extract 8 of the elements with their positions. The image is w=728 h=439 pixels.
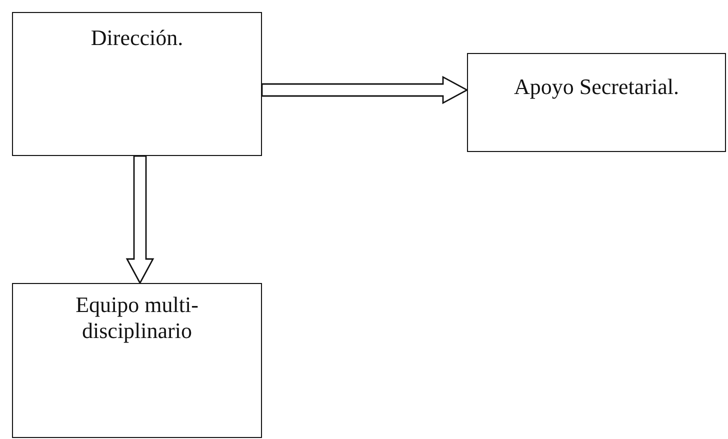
box xyxy=(12,12,262,156)
box-label: Apoyo Secretarial. xyxy=(514,74,679,100)
box xyxy=(467,53,726,152)
hollow-arrow xyxy=(126,155,154,284)
hollow-arrow xyxy=(261,76,468,104)
box-label: Equipo multi- disciplinario xyxy=(74,292,200,344)
box xyxy=(12,283,262,438)
box-label: Dirección. xyxy=(90,25,184,51)
